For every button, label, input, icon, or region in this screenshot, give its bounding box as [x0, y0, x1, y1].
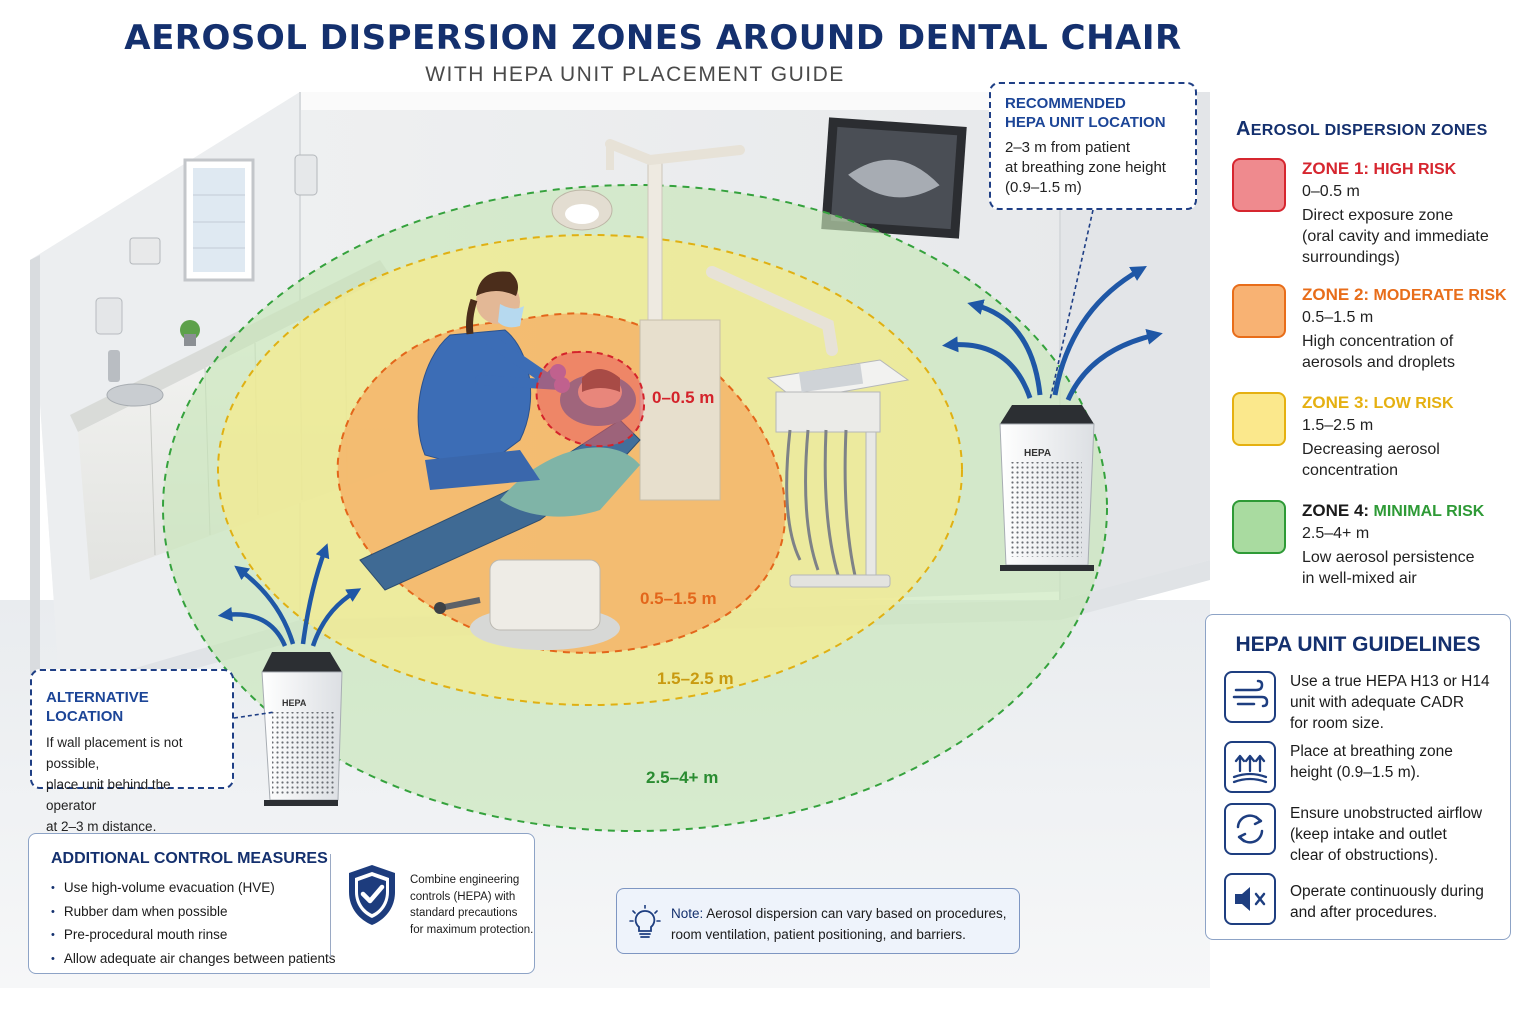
protection-line-2: controls (HEPA) with — [410, 890, 516, 903]
list-item: Use high-volume evacuation (HVE) — [51, 877, 336, 901]
xray-display — [821, 117, 967, 239]
control-measures-list: Use high-volume evacuation (HVE) Rubber … — [51, 877, 336, 971]
hepa-guidelines-panel: HEPA UNIT GUIDELINES Use a true HEPA H13… — [1205, 614, 1511, 940]
shield-check-icon — [345, 862, 399, 933]
zone-1-range: 0–0.5 m — [1302, 183, 1360, 200]
page-title: AEROSOL DISPERSION ZONES AROUND DENTAL C… — [124, 18, 1182, 58]
alternative-body-1: If wall placement is not possible, — [46, 735, 183, 771]
recommended-location-callout: RECOMMENDED HEPA UNIT LOCATION 2–3 m fro… — [989, 82, 1197, 210]
zone-1-range-label: 0–0.5 m — [652, 388, 714, 407]
recommended-body-1: 2–3 m from patient — [1005, 139, 1131, 156]
circulation-icon — [1224, 803, 1276, 855]
zone-4-range-label: 2.5–4+ m — [646, 768, 718, 787]
list-item: Rubber dam when possible — [51, 901, 336, 925]
dental-unit-column — [551, 139, 838, 501]
list-item: Allow adequate air changes between patie… — [51, 948, 336, 972]
hepa-airflow-left — [217, 543, 362, 647]
zone-3-label: LOW RISK — [1369, 395, 1454, 412]
guideline-4-line-1: Operate continuously during — [1290, 883, 1484, 900]
guideline-3-line-3: clear of obstructions). — [1290, 847, 1439, 864]
zone-4-number: ZONE 4: — [1302, 501, 1370, 520]
zone-1-desc-3: surroundings) — [1302, 249, 1400, 266]
hepa-airflow-right — [942, 266, 1163, 402]
guideline-3-line-1: Ensure unobstructed airflow — [1290, 805, 1483, 822]
note-text-1: Aerosol dispersion can vary based on pro… — [703, 906, 1007, 921]
legend-title: AEROSOL DISPERSION ZONES — [1236, 118, 1488, 141]
legend-title-rest-1: EROSOL — [1250, 122, 1320, 139]
recommended-body-3: (0.9–1.5 m) — [1005, 179, 1082, 196]
zone-4-swatch — [1232, 500, 1286, 554]
guideline-3-line-2: (keep intake and outlet — [1290, 826, 1447, 843]
zone-3-range: 1.5–2.5 m — [1302, 417, 1374, 434]
hepa-unit-right: HEPA — [999, 405, 1095, 571]
legend-zone-1: ZONE 1: HIGH RISK 0–0.5 m Direct exposur… — [1232, 158, 1522, 268]
legend-title-initial: A — [1236, 118, 1251, 140]
zone-3-range-label: 1.5–2.5 m — [657, 669, 734, 688]
zone-4-desc-2: in well-mixed air — [1302, 570, 1417, 587]
hepa-unit-left-label: HEPA — [282, 698, 307, 708]
dentist-figure — [417, 271, 570, 490]
zone-2-range: 0.5–1.5 m — [1302, 309, 1374, 326]
recommended-leader-line — [1049, 209, 1094, 401]
zone-2-range-label: 0.5–1.5 m — [640, 589, 717, 608]
alternative-body-2: place unit behind the operator — [46, 777, 171, 813]
guideline-4-line-2: and after procedures. — [1290, 904, 1438, 921]
note-text-2: room ventilation, patient positioning, a… — [671, 927, 966, 942]
dental-room-scene: 0–0.5 m 0.5–1.5 m 1.5–2.5 m 2.5–4+ m HEP… — [0, 92, 1210, 988]
zone-2-swatch — [1232, 284, 1286, 338]
alternative-body-3: at 2–3 m distance. — [46, 819, 157, 834]
zone-1-swatch — [1232, 158, 1286, 212]
list-item: Pre-procedural mouth rinse — [51, 924, 336, 948]
guideline-1-line-2: unit with adequate CADR — [1290, 694, 1465, 711]
instrument-cart — [766, 359, 910, 588]
zone-4-desc-1: Low aerosol persistence — [1302, 549, 1475, 566]
zone-1-desc-2: (oral cavity and immediate — [1302, 228, 1489, 245]
alternative-location-callout: ALTERNATIVE LOCATION If wall placement i… — [30, 669, 234, 834]
panel-divider — [330, 854, 331, 957]
recommended-heading-1: RECOMMENDED — [1005, 95, 1126, 112]
zone-2-label: MODERATE RISK — [1369, 287, 1507, 304]
guideline-2-line-1: Place at breathing zone — [1290, 743, 1453, 760]
recommended-body-2: at breathing zone height — [1005, 159, 1166, 176]
legend-zone-3: ZONE 3: LOW RISK 1.5–2.5 m Decreasing ae… — [1232, 392, 1522, 488]
zone-4-range: 2.5–4+ m — [1302, 525, 1370, 542]
legend-zone-2: ZONE 2: MODERATE RISK 0.5–1.5 m High con… — [1232, 284, 1522, 380]
guideline-1-line-1: Use a true HEPA H13 or H14 — [1290, 673, 1490, 690]
page-subtitle: WITH HEPA UNIT PLACEMENT GUIDE — [425, 63, 845, 86]
zone-2-desc-2: aerosols and droplets — [1302, 354, 1455, 371]
note-box: Note: Aerosol dispersion can vary based … — [616, 888, 1020, 954]
control-measures-title: ADDITIONAL CONTROL MEASURES — [51, 850, 328, 867]
hepa-guidelines-title: HEPA UNIT GUIDELINES — [1235, 633, 1481, 656]
zone-1-area — [535, 350, 645, 448]
protection-line-4: for maximum protection. — [410, 923, 534, 936]
lightbulb-icon — [629, 904, 661, 946]
legend-zone-4: ZONE 4: MINIMAL RISK 2.5–4+ m Low aeroso… — [1232, 500, 1522, 596]
protection-line-1: Combine engineering — [410, 874, 520, 886]
control-measures-panel: ADDITIONAL CONTROL MEASURES Use high-vol… — [28, 833, 535, 974]
zone-3-number: ZONE 3: — [1302, 393, 1370, 412]
upward-airflow-icon — [1224, 741, 1276, 793]
airflow-icon — [1224, 671, 1276, 723]
alternative-heading: ALTERNATIVE LOCATION — [46, 689, 149, 725]
guideline-2-line-2: height (0.9–1.5 m). — [1290, 764, 1421, 781]
zone-2-number: ZONE 2: — [1302, 285, 1370, 304]
zone-3-desc-2: concentration — [1302, 462, 1399, 479]
note-label: Note: — [671, 906, 704, 921]
zone-3-swatch — [1232, 392, 1286, 446]
hepa-unit-left: HEPA — [261, 652, 343, 806]
guideline-1-line-3: for room size. — [1290, 715, 1384, 732]
recommended-heading-2: HEPA UNIT LOCATION — [1005, 114, 1166, 131]
protection-line-3: standard precautions — [410, 907, 518, 919]
zone-4-label: MINIMAL RISK — [1369, 503, 1485, 520]
zone-2-desc-1: High concentration of — [1302, 333, 1454, 350]
hepa-unit-right-label: HEPA — [1024, 448, 1051, 459]
zone-3-desc-1: Decreasing aerosol — [1302, 441, 1440, 458]
legend-title-rest-2: DISPERSION ZONES — [1319, 122, 1488, 139]
zone-1-number: ZONE 1: — [1302, 159, 1370, 178]
zone-1-desc-1: Direct exposure zone — [1302, 207, 1454, 224]
zone-1-label: HIGH RISK — [1369, 161, 1457, 178]
speaker-mute-icon — [1224, 873, 1276, 925]
